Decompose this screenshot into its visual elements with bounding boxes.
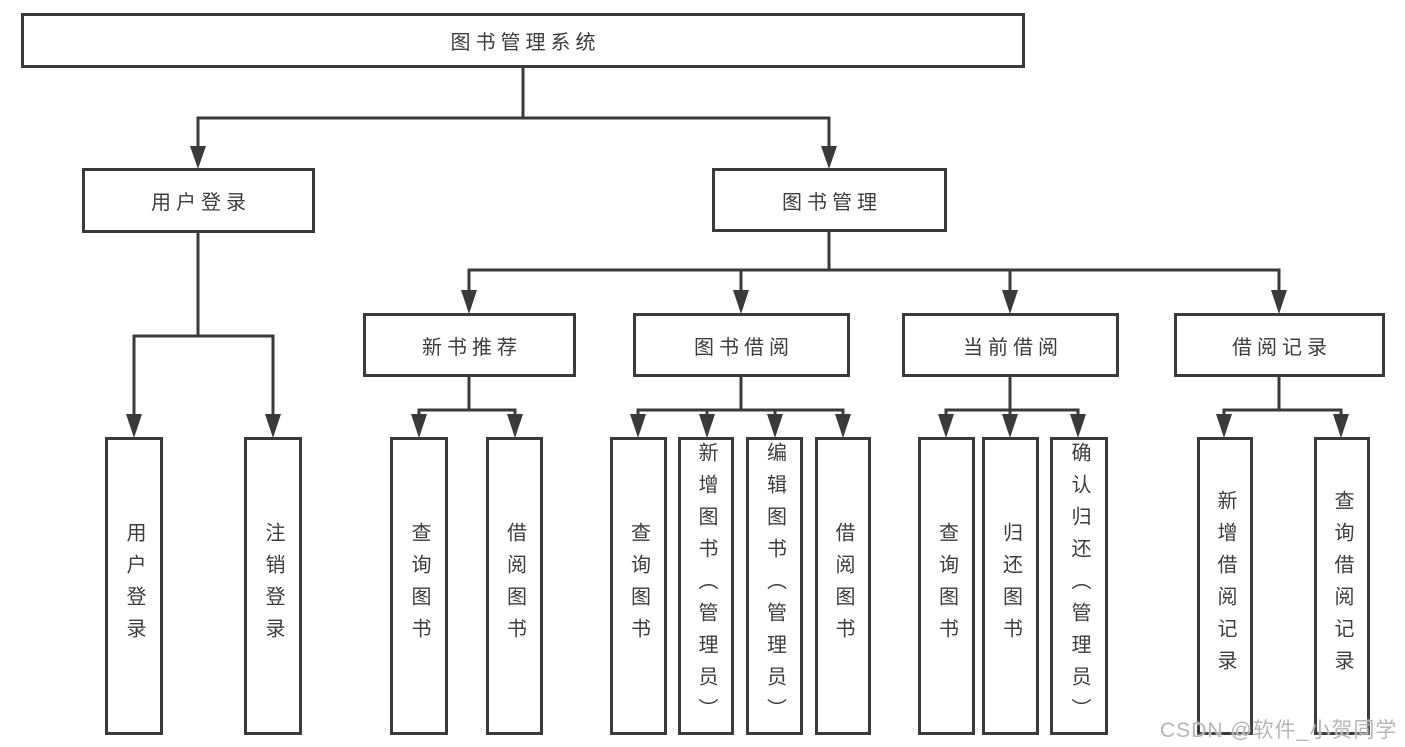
leaf-edit-books-admin: 编辑图书（管理员） xyxy=(746,437,803,735)
leaf-query-borrow-record: 查询借阅记录 xyxy=(1314,437,1370,735)
leaf-borrow-books-recommend: 借阅图书 xyxy=(486,437,543,735)
node-current-borrow: 当前借阅 xyxy=(902,313,1119,377)
node-user-login: 用户登录 xyxy=(82,168,315,233)
node-library-management-system: 图书管理系统 xyxy=(21,13,1025,68)
leaf-borrow-books: 借阅图书 xyxy=(815,437,871,735)
leaf-return-books: 归还图书 xyxy=(982,437,1039,735)
node-new-book-recommend: 新书推荐 xyxy=(363,313,576,377)
node-borrow-records: 借阅记录 xyxy=(1174,313,1385,377)
node-book-borrow: 图书借阅 xyxy=(633,313,850,377)
node-book-management: 图书管理 xyxy=(712,168,947,232)
watermark: CSDN @软件_小贺同学 xyxy=(1160,719,1398,742)
leaf-add-borrow-record: 新增借阅记录 xyxy=(1197,437,1253,735)
leaf-query-books-borrow: 查询图书 xyxy=(610,437,667,735)
leaf-confirm-return-admin: 确认归还（管理员） xyxy=(1050,437,1108,735)
leaf-query-books-current: 查询图书 xyxy=(918,437,975,735)
leaf-query-books-recommend: 查询图书 xyxy=(390,437,448,735)
leaf-add-books-admin: 新增图书（管理员） xyxy=(678,437,734,735)
leaf-user-login: 用户登录 xyxy=(105,437,163,735)
leaf-logout: 注销登录 xyxy=(244,437,302,735)
